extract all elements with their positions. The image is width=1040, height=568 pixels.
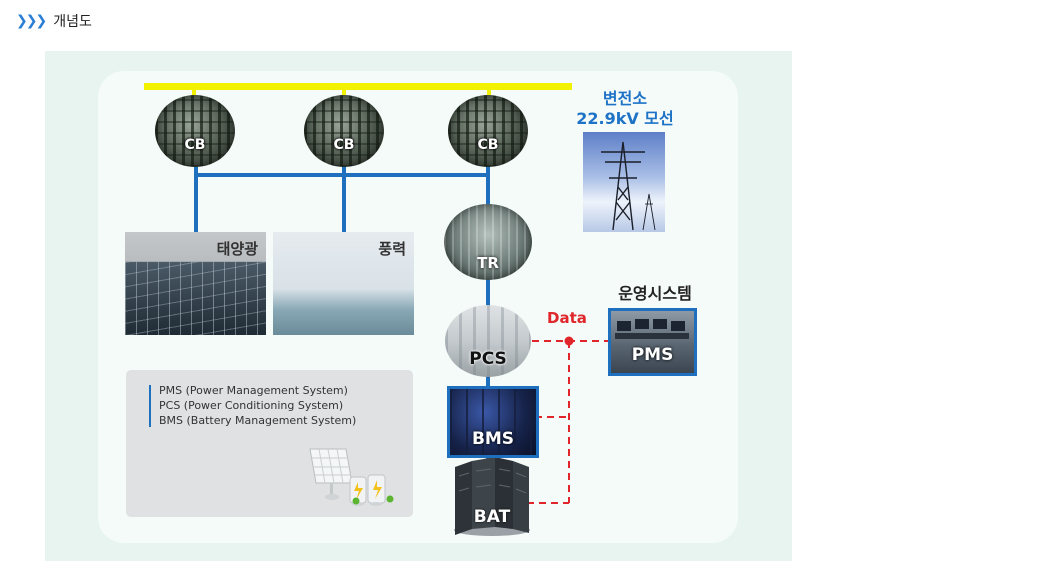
section-title: 개념도 xyxy=(53,14,92,30)
tower-icon xyxy=(601,141,656,231)
bus-drop-1 xyxy=(192,83,196,99)
cb-label-2: CB xyxy=(333,137,355,153)
transformer: TR xyxy=(444,204,532,280)
legend-item-bms: BMS (Battery Management System) xyxy=(159,414,357,427)
substation-label: 변전소 22.9kV 모선 xyxy=(565,89,685,129)
bms-label: BMS xyxy=(471,429,515,449)
battery-rack xyxy=(454,457,530,536)
operations-title: 운영시스템 xyxy=(618,284,692,303)
pms-photo: PMS xyxy=(608,308,697,376)
pcs-unit: PCS xyxy=(445,305,531,377)
battery-label: BAT xyxy=(473,507,511,527)
legend-item-pcs: PCS (Power Conditioning System) xyxy=(159,399,344,412)
data-junction-dot xyxy=(564,336,574,346)
bus-drop-3 xyxy=(487,83,491,99)
circuit-breaker-1: CB xyxy=(155,95,235,167)
connection-lines xyxy=(144,83,608,536)
wind-photo: 풍력 xyxy=(273,232,414,335)
circuit-breaker-3: CB xyxy=(448,95,528,167)
pcs-label: PCS xyxy=(469,349,507,369)
bms-unit: BMS xyxy=(447,386,539,458)
section-header: ❯❯❯ 개념도 xyxy=(16,10,92,32)
bus-drop-2 xyxy=(342,83,346,99)
solar-battery-icon xyxy=(309,448,394,506)
circuit-breaker-2: CB xyxy=(304,95,384,167)
substation-name: 변전소 xyxy=(602,89,648,108)
triple-chevron-right-icon: ❯❯❯ xyxy=(16,13,47,29)
legend-box: PMS (Power Management System) PCS (Power… xyxy=(126,370,413,517)
legend-list: PMS (Power Management System) PCS (Power… xyxy=(159,383,356,428)
legend-accent-bar xyxy=(149,385,151,427)
bus-bar xyxy=(144,83,572,90)
wind-label: 풍력 xyxy=(378,240,406,258)
substation-bus: 22.9kV 모선 xyxy=(576,109,674,128)
transmission-tower-photo xyxy=(583,132,665,232)
pms-label: PMS xyxy=(631,345,674,365)
data-link-label: Data xyxy=(547,309,587,327)
cb-label-1: CB xyxy=(184,137,206,153)
solar-label: 태양광 xyxy=(216,240,258,258)
solar-panels xyxy=(125,262,266,335)
legend-item-pms: PMS (Power Management System) xyxy=(159,384,348,397)
control-room-icon xyxy=(615,319,689,339)
concept-diagram: CB CB CB 변전소 22.9kV 모선 태양광 풍력 TR xyxy=(45,51,792,561)
solar-photo: 태양광 xyxy=(125,232,266,335)
cb-label-3: CB xyxy=(477,137,499,153)
transformer-label: TR xyxy=(477,254,499,272)
